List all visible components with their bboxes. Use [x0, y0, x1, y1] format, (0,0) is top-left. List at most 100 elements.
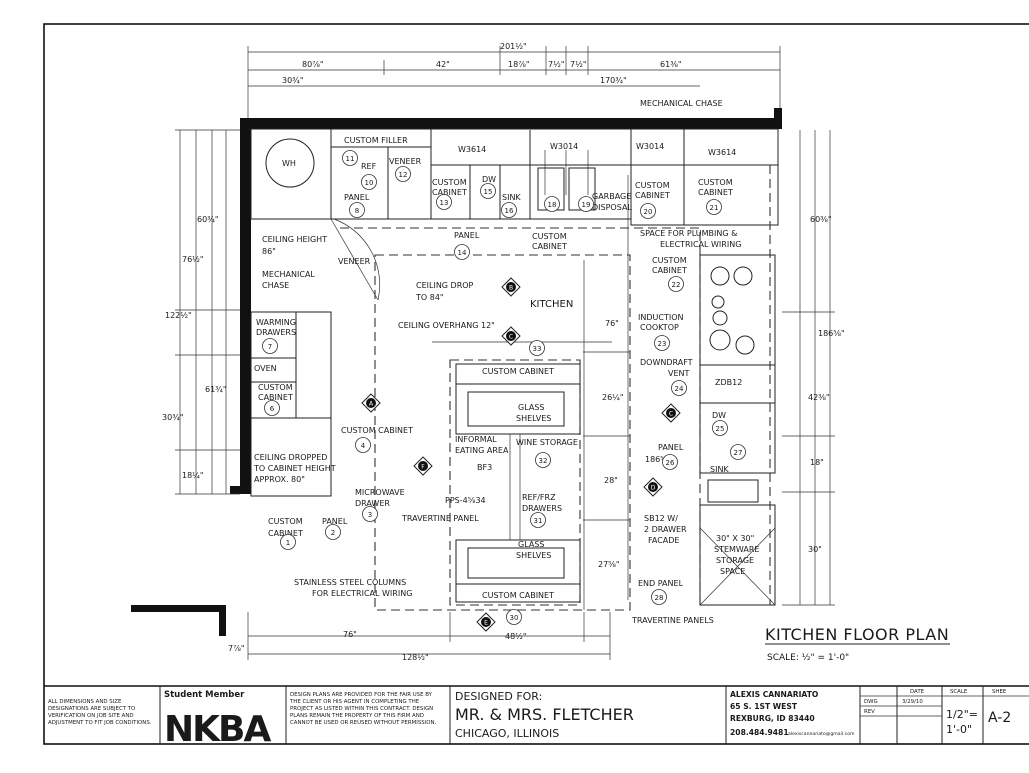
dwg-label: DWG	[864, 699, 878, 705]
label-ceiling-dropped-b: TO CABINET HEIGHT	[253, 464, 336, 473]
callout-number-27: 27	[734, 449, 743, 457]
island	[455, 363, 581, 603]
callout-circle-11	[342, 150, 358, 166]
dim-42-3-8: 42⅜"	[808, 393, 830, 402]
dim-61-3-4: 61¾"	[205, 385, 227, 394]
label-garbage-b: DISPOSAL	[592, 203, 632, 212]
sheet-border	[43, 23, 1029, 745]
callout-number-25: 25	[716, 425, 725, 433]
callout-circle-28	[651, 589, 667, 605]
label-dw-25: DW	[712, 411, 726, 420]
callout-circle-32	[535, 452, 551, 468]
callout-circle-15	[480, 183, 496, 199]
callout-number-10: 10	[365, 179, 374, 187]
dwg-date: 3/29/10	[902, 699, 923, 705]
section-marker-letter-d: D	[651, 485, 656, 492]
callout-circle-30	[506, 609, 522, 625]
dim-76-b: 76"	[343, 630, 357, 639]
callout-circle-18	[544, 196, 560, 212]
disclaimer-line-1: ALL DIMENSIONS AND SIZE	[48, 699, 122, 705]
label-cc20b: CABINET	[635, 191, 670, 200]
label-stainless-a: STAINLESS STEEL COLUMNS	[294, 578, 406, 587]
disclaimer-line-2: DESIGNATIONS ARE SUBJECT TO	[48, 706, 135, 712]
label-microwave-a: MICROWAVE	[355, 488, 405, 497]
label-pps: PPS-4⅝34	[445, 496, 486, 505]
label-w3014-b: W3014	[636, 142, 664, 151]
section-marker-letter-b: B	[509, 285, 513, 292]
callout-circle-19	[578, 196, 594, 212]
label-wine-storage: WINE STORAGE	[516, 438, 578, 447]
dim-186-5-8-b: 186⅝"	[645, 455, 672, 464]
callout-circle-26	[662, 454, 678, 470]
label-stemware-d: SPACE	[720, 567, 745, 576]
label-veneer-a: VENEER	[389, 157, 422, 166]
callout-circle-16	[501, 202, 517, 218]
callout-circle-20	[640, 203, 656, 219]
callout-number-4: 4	[361, 442, 366, 450]
date-header: DATE	[910, 689, 925, 695]
callout-circle-24	[671, 380, 687, 396]
label-custom-1b: CABINET	[268, 529, 303, 538]
label-glass2-a: GLASS	[518, 540, 544, 549]
designer-name: ALEXIS CANNARIATO	[730, 690, 819, 699]
label-wh: WH	[282, 159, 296, 168]
label-cc5b: CABINET	[258, 393, 293, 402]
exterior-walls	[131, 108, 782, 636]
label-glass-a: GLASS	[518, 403, 544, 412]
section-marker-dot-c	[506, 331, 516, 341]
label-ceiling-height-b: 86"	[262, 247, 276, 256]
label-cc5a: CUSTOM	[258, 383, 293, 392]
section-marker-dot-a	[366, 398, 376, 408]
label-downdraft-a: DOWNDRAFT	[640, 358, 693, 367]
callout-number-7: 7	[268, 343, 272, 351]
callout-number-3: 3	[368, 511, 372, 519]
callout-number-31: 31	[534, 517, 543, 525]
callout-circle-14	[454, 244, 470, 260]
label-warming-b: DRAWERS	[256, 328, 296, 337]
label-cc21a: CUSTOM	[698, 178, 733, 187]
dim-7-5-b: 7½"	[570, 60, 587, 69]
section-marker-letter-f: F	[421, 464, 425, 471]
dim-30-3-4: 30¾"	[282, 76, 304, 85]
dim-76-5: 76½"	[182, 255, 204, 264]
label-w3014-a: W3014	[550, 142, 578, 151]
label-cc-island-top: CUSTOM CABINET	[482, 367, 554, 376]
callout-number-12: 12	[399, 171, 408, 179]
dim-60-3-4: 60¾"	[197, 215, 219, 224]
dim-170-3-4: 170¾"	[600, 76, 627, 85]
label-space-plumbing-b: ELECTRICAL WIRING	[660, 240, 741, 249]
callout-number-24: 24	[675, 385, 684, 393]
legal-line-4: PLANS REMAIN THE PROPERTY OF THIS FIRM A…	[290, 713, 424, 719]
ceiling-outline-dashed	[340, 165, 771, 611]
label-cc20a: CUSTOM	[635, 181, 670, 190]
label-cc22b: CABINET	[652, 266, 687, 275]
label-cc21b: CABINET	[698, 188, 733, 197]
dim-80-7-8: 80⅞"	[302, 60, 324, 69]
callout-circle-23	[654, 335, 670, 351]
callout-circle-2	[325, 524, 341, 540]
callout-number-2: 2	[331, 529, 335, 537]
dim-28: 28"	[604, 476, 618, 485]
callout-number-11: 11	[346, 155, 355, 163]
title-block: ALL DIMENSIONS AND SIZE DESIGNATIONS ARE…	[48, 686, 1029, 750]
callout-number-14: 14	[458, 249, 467, 257]
label-custom-cabinet-4: CUSTOM CABINET	[341, 426, 413, 435]
label-panel-26: PANEL	[658, 443, 684, 452]
label-custom-1a: CUSTOM	[268, 517, 303, 526]
label-custom-filler: CUSTOM FILLER	[344, 136, 408, 145]
sheet-number: A-2	[988, 710, 1011, 726]
sheet-header: SHEE	[992, 689, 1007, 695]
label-stemware-c: STORAGE	[716, 556, 754, 565]
label-ceiling-dropped-a: CEILING DROPPED	[254, 453, 327, 462]
dim-201-5: 201½"	[500, 42, 527, 51]
label-mechanical-a: MECHANICAL	[262, 270, 315, 279]
student-member-label: Student Member	[164, 690, 245, 700]
label-mechanical-b: CHASE	[262, 281, 289, 290]
legal-line-5: CANNOT BE USED OR REUSED WITHOUT PERMISS…	[290, 720, 437, 726]
scale-header: SCALE	[950, 689, 968, 695]
label-panel-2: PANEL	[322, 517, 348, 526]
label-veneer-b: VENEER	[338, 257, 371, 266]
dim-186-5-8-a: 186⅝"	[818, 329, 845, 338]
label-custom-13a: CUSTOM	[432, 178, 467, 187]
room-labels: MECHANICAL CHASE WH CUSTOM FILLER W3614 …	[253, 99, 759, 625]
